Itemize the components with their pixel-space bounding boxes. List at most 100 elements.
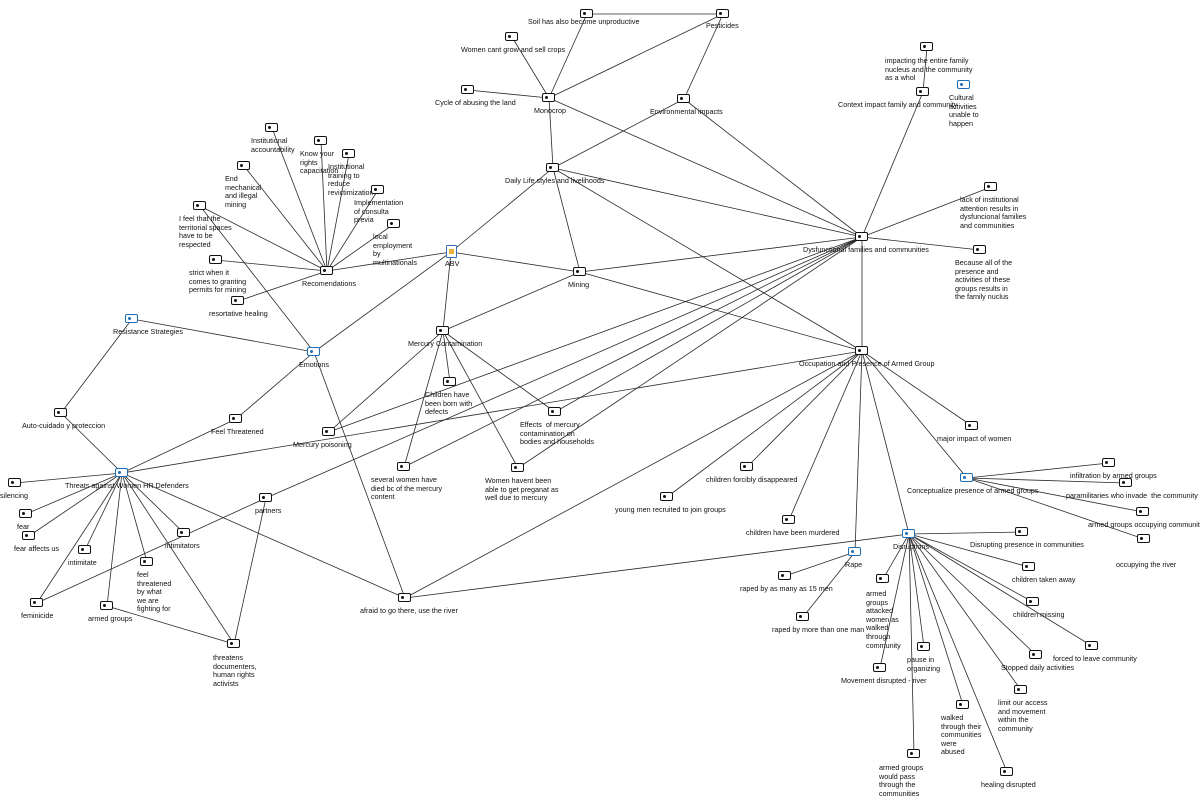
node-icon[interactable]: [907, 749, 920, 758]
node-icon[interactable]: [265, 123, 278, 132]
node-label: Disrupting presence in communities: [970, 540, 1084, 549]
node-icon[interactable]: [314, 136, 327, 145]
edge-end_mining-recom: [243, 165, 328, 272]
edge-threats-fear_affects: [28, 472, 123, 537]
node-icon[interactable]: [209, 255, 222, 264]
edge-disruptions-missing: [908, 533, 1034, 603]
node-icon[interactable]: [1026, 597, 1039, 606]
node-icon[interactable]: [19, 509, 32, 518]
node-label: Because all of the presence and activiti…: [955, 258, 1013, 302]
node-icon[interactable]: [8, 478, 21, 487]
node-icon[interactable]: [322, 427, 335, 436]
node-icon[interactable]: [227, 639, 240, 648]
node-icon[interactable]: [917, 642, 930, 651]
node-icon[interactable]: [22, 531, 35, 540]
node-icon[interactable]: [855, 232, 868, 241]
node-icon[interactable]: [876, 574, 889, 583]
node-label: Feel Threatened: [211, 427, 264, 436]
node-icon[interactable]: [956, 700, 969, 709]
node-icon[interactable]: [100, 601, 113, 610]
node-icon[interactable]: [973, 245, 986, 254]
node-icon[interactable]: [387, 219, 400, 228]
node-icon[interactable]: [193, 201, 206, 210]
node-label: threatens documenters, human rights acti…: [213, 653, 257, 688]
node-icon[interactable]: [436, 326, 449, 335]
node-icon[interactable]: [916, 87, 929, 96]
node-icon[interactable]: [231, 296, 244, 305]
edge-monocrop-daily: [548, 97, 554, 169]
edge-mining-mercury: [442, 271, 581, 332]
node-label: Mining: [568, 280, 590, 289]
node-icon[interactable]: [1136, 507, 1149, 516]
node-icon[interactable]: [1022, 562, 1035, 571]
node-label: walked through their communities were ab…: [941, 713, 982, 757]
node-icon[interactable]: [740, 462, 753, 471]
node-icon[interactable]: [78, 545, 91, 554]
node-icon[interactable]: [443, 377, 456, 386]
node-icon[interactable]: [115, 468, 128, 477]
node-icon[interactable]: [1119, 478, 1132, 487]
node-icon[interactable]: [237, 161, 250, 170]
node-icon[interactable]: [677, 94, 690, 103]
edge-because-dysf: [861, 236, 981, 251]
node-icon[interactable]: [505, 32, 518, 41]
node-icon[interactable]: [177, 528, 190, 537]
node-icon[interactable]: [573, 267, 586, 276]
node-icon[interactable]: [984, 182, 997, 191]
node-icon[interactable]: [580, 9, 593, 18]
edge-occupation-conceptualize: [861, 350, 968, 479]
node-icon[interactable]: [371, 185, 384, 194]
node-icon[interactable]: [960, 473, 973, 482]
node-icon[interactable]: [716, 9, 729, 18]
node-icon[interactable]: [796, 612, 809, 621]
node-icon[interactable]: [920, 42, 933, 51]
node-icon[interactable]: [782, 515, 795, 524]
node-label: Pesticides: [706, 21, 739, 30]
edge-inst_train-recom: [326, 153, 350, 272]
edge-occupation-threats: [121, 350, 863, 474]
node-icon[interactable]: [461, 85, 474, 94]
node-icon[interactable]: [1014, 685, 1027, 694]
node-icon[interactable]: [259, 493, 272, 502]
node-label: Occupation and Presence of Armed Group: [799, 359, 935, 368]
node-icon[interactable]: [548, 407, 561, 416]
node-icon[interactable]: [965, 421, 978, 430]
node-icon[interactable]: [140, 557, 153, 566]
node-icon[interactable]: [397, 462, 410, 471]
edge-abv-mining: [450, 251, 581, 273]
node-icon[interactable]: [778, 571, 791, 580]
node-icon[interactable]: [873, 663, 886, 672]
node-icon[interactable]: [542, 93, 555, 102]
edge-conceptualize-paramil: [966, 477, 1127, 484]
node-icon[interactable]: [511, 463, 524, 472]
node-icon[interactable]: [902, 529, 915, 538]
node-icon[interactable]: [229, 414, 242, 423]
node-icon[interactable]: [342, 149, 355, 158]
node-icon[interactable]: [1137, 534, 1150, 543]
edge-soil-monocrop: [548, 13, 588, 99]
node-label: children taken away: [1012, 575, 1076, 584]
node-icon[interactable]: [1029, 650, 1042, 659]
node-icon[interactable]: [320, 266, 333, 275]
node-icon[interactable]: [1085, 641, 1098, 650]
node-icon[interactable]: [307, 347, 320, 356]
node-icon[interactable]: [957, 80, 970, 89]
node-icon[interactable]: [1000, 767, 1013, 776]
edge-abv-emotions: [313, 251, 452, 353]
edge-cycle-monocrop: [467, 89, 550, 99]
node-icon[interactable]: [546, 163, 559, 172]
edge-env-dysf: [683, 98, 863, 238]
edge-threats-fear: [25, 472, 123, 515]
node-icon[interactable]: [660, 492, 673, 501]
node-icon[interactable]: [30, 598, 43, 607]
node-icon[interactable]: [398, 593, 411, 602]
node-icon[interactable]: [855, 346, 868, 355]
node-icon[interactable]: [848, 547, 861, 556]
node-icon[interactable]: [1015, 527, 1028, 536]
edge-dysf-merc_pois: [328, 236, 863, 433]
document-icon[interactable]: [446, 245, 457, 258]
node-icon[interactable]: [54, 408, 67, 417]
node-label: fear: [17, 522, 30, 531]
node-icon[interactable]: [125, 314, 138, 323]
node-icon[interactable]: [1102, 458, 1115, 467]
